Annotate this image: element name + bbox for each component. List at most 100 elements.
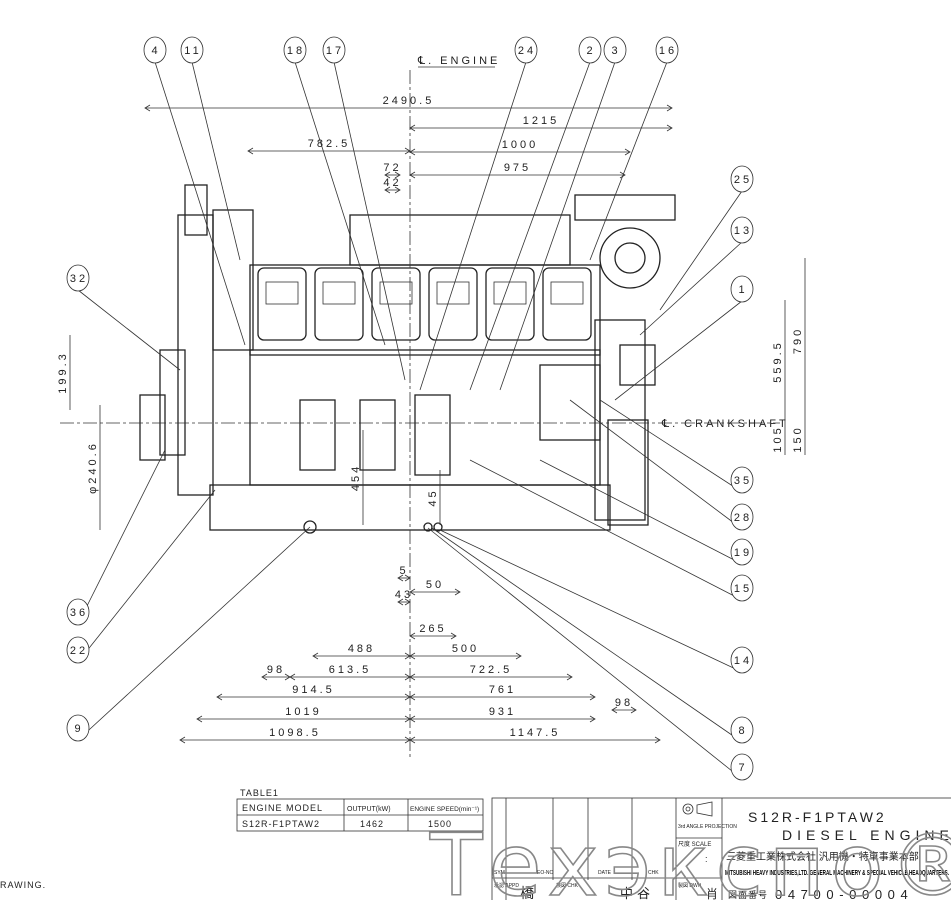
callout-4: 4: [143, 36, 246, 346]
callout-25: 25: [659, 165, 754, 311]
crankshaft-centerline-label: ℄. CRANKSHAFT: [661, 418, 789, 430]
callout-36: 36: [66, 449, 166, 626]
dimension: 5: [397, 565, 411, 582]
engine-spec-table: TABLE1 ENGINE MODEL OUTPUT(kW) ENGINE SP…: [236, 788, 484, 832]
callout-7: 7: [427, 527, 754, 781]
callout-number: 9: [74, 723, 83, 735]
callout-leader: [499, 61, 616, 391]
rev-col-date: DATE: [598, 870, 612, 876]
dimension: 98: [261, 664, 291, 681]
callout-leader: [419, 61, 527, 391]
callout-bubble: [66, 598, 90, 626]
callout-number: 2: [586, 45, 595, 57]
dimension-label: 265: [419, 623, 446, 635]
cylinder-head: [542, 267, 592, 341]
dimension-label: 914.5: [292, 684, 335, 696]
dimension: 1019: [196, 706, 411, 723]
dimension-label: 1000: [502, 139, 538, 151]
table-header-speed: ENGINE SPEED(min⁻¹): [410, 806, 479, 813]
callout-16: 16: [589, 36, 679, 261]
dimension: 2490.5: [144, 95, 673, 112]
callout-bubble: [66, 264, 90, 292]
dimension-label: 761: [489, 684, 516, 696]
callout-leader: [439, 529, 743, 673]
callout-bubble: [603, 36, 627, 64]
watermark-logo: Техэкспо®: [429, 816, 951, 900]
callout-bubble: [730, 165, 754, 193]
callout-bubble: [730, 466, 754, 494]
dimension-label: 150: [792, 425, 804, 452]
callout-17: 17: [322, 36, 406, 381]
dimension-label: 1147.5: [510, 727, 561, 739]
callout-number: 4: [151, 45, 160, 57]
callout-bubble: [180, 36, 204, 64]
cylinder-head-cover: [265, 281, 299, 305]
callout-leader: [659, 190, 743, 311]
dimension: 914.5: [216, 684, 411, 701]
callout-32: 32: [66, 264, 181, 371]
appd-name: 橋: [520, 885, 535, 900]
cylinder-head-cover: [550, 281, 584, 305]
dimension: 199.3: [57, 335, 71, 410]
dimension: φ240.6: [87, 405, 101, 530]
cylinder-head: [314, 267, 364, 341]
callout-number: 8: [738, 725, 747, 737]
callout-leader: [639, 241, 743, 336]
callout-bubble: [322, 36, 346, 64]
product-name: DIESEL ENGINE: [782, 827, 951, 843]
callout-leader: [431, 527, 743, 743]
dimension-label: 975: [504, 162, 531, 174]
callout-leader: [77, 526, 311, 741]
rev-col-eo: EO-NO: [537, 870, 554, 876]
callout-bubble: [730, 646, 754, 674]
cylinder-head: [485, 267, 535, 341]
callout-leader: [614, 300, 743, 401]
dimension-label: 1019: [285, 706, 321, 718]
dimension: 1215: [409, 115, 673, 132]
callout-number: 3: [611, 45, 620, 57]
cylinder-head-cover: [322, 281, 356, 305]
callout-leader: [191, 61, 241, 261]
callout-number: 19: [734, 547, 752, 559]
callout-1: 1: [614, 275, 754, 401]
callout-number: 35: [734, 475, 752, 487]
dimension: 975: [409, 162, 626, 179]
callout-number: 1: [738, 284, 747, 296]
dimension: 790: [792, 258, 806, 423]
dimension: 782.5: [247, 138, 411, 155]
table-cell-output: 1462: [360, 819, 384, 829]
callout-leader: [599, 399, 743, 493]
dimension-arrows: [384, 171, 401, 179]
callout-15: 15: [469, 459, 754, 602]
callout-leader: [77, 449, 166, 625]
dimension-label: 488: [348, 643, 375, 655]
engine-outline: [139, 184, 676, 534]
table-cell-model: S12R-F1PTAW2: [242, 819, 320, 829]
callout-bubble: [730, 216, 754, 244]
table-header-output: OUTPUT(kW): [347, 806, 391, 813]
dimension-arrows: [384, 186, 401, 194]
scale-value: :: [705, 854, 709, 864]
cylinder-head-cover: [379, 281, 413, 305]
callout-bubble: [730, 716, 754, 744]
drawing-no-label: 図面番号: [728, 889, 768, 900]
callout-bubble: [730, 275, 754, 303]
dimension: 500: [409, 643, 522, 660]
dimension-label: 72: [383, 162, 401, 174]
dimension: 931: [409, 706, 596, 723]
rev-col-sym: SYM: [494, 870, 505, 876]
cylinder-head: [428, 267, 478, 341]
company-en: MITSUBISHI HEAVY INDUSTRIES,LTD. GENERAL…: [725, 868, 949, 877]
dimension: 1000: [409, 139, 631, 156]
callout-bubble: [143, 36, 167, 64]
dimension-label: 500: [452, 643, 479, 655]
callout-number: 18: [287, 45, 305, 57]
rev-col-chk: CHK: [648, 870, 659, 876]
callout-bubble: [66, 714, 90, 742]
callout-number: 11: [184, 45, 201, 57]
dimension: 98: [611, 697, 637, 714]
callout-leader: [469, 459, 743, 601]
callout-2: 2: [469, 36, 602, 391]
engine-centerline-label: ℄. ENGINE: [417, 55, 500, 67]
